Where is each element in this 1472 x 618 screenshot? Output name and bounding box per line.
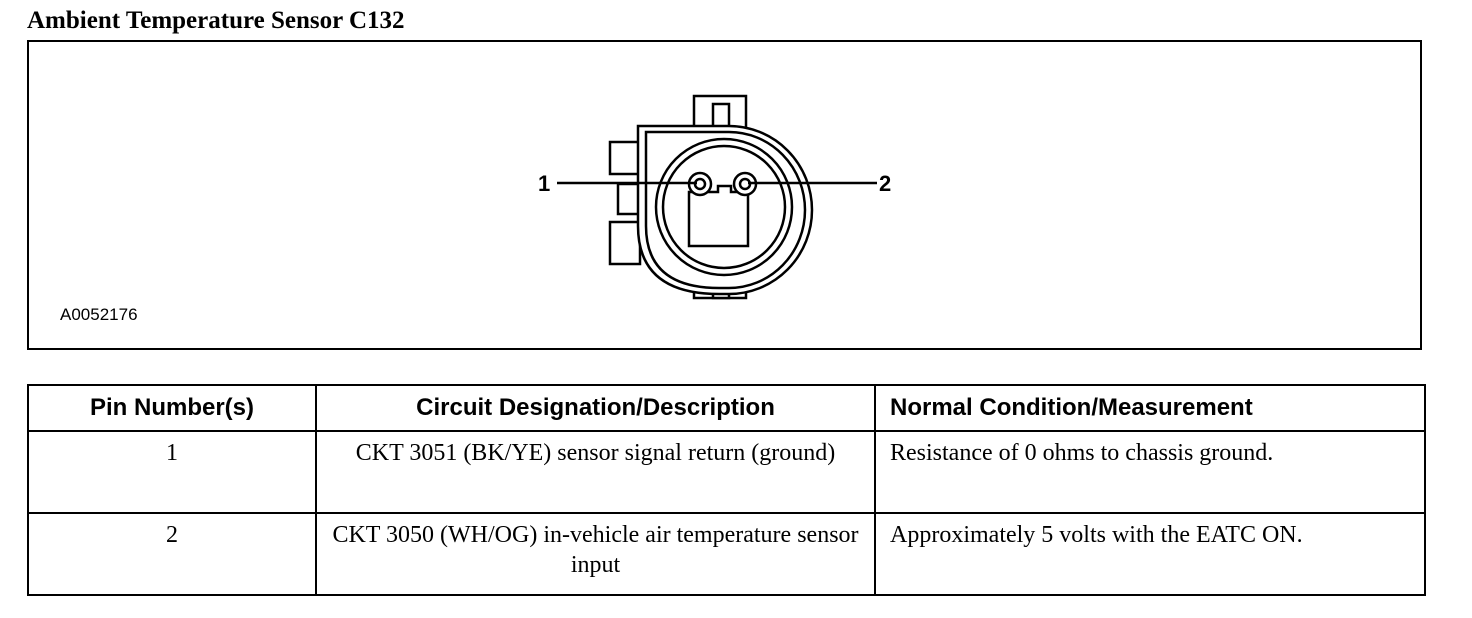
figure-id: A0052176 — [60, 305, 138, 324]
pin-number-cell: 2 — [27, 512, 317, 596]
pinout-table: Pin Number(s) Circuit Designation/Descri… — [27, 384, 1426, 596]
pin-number-cell: 1 — [27, 430, 317, 514]
table-header-row: Pin Number(s) Circuit Designation/Descri… — [27, 384, 1426, 432]
circuit-cell: CKT 3051 (BK/YE) sensor signal return (g… — [315, 430, 876, 514]
page-title: Ambient Temperature Sensor C132 — [27, 7, 405, 34]
header-normal-condition: Normal Condition/Measurement — [874, 384, 1426, 432]
circuit-cell: CKT 3050 (WH/OG) in-vehicle air temperat… — [315, 512, 876, 596]
table-row: 2 CKT 3050 (WH/OG) in-vehicle air temper… — [27, 512, 1426, 596]
header-circuit-designation: Circuit Designation/Description — [315, 384, 876, 432]
header-pin-numbers: Pin Number(s) — [27, 384, 317, 432]
connector-face-diagram: 1 2 — [538, 94, 891, 300]
pin-label-2: 2 — [879, 171, 891, 196]
condition-cell: Resistance of 0 ohms to chassis ground. — [874, 430, 1426, 514]
table-row: 1 CKT 3051 (BK/YE) sensor signal return … — [27, 430, 1426, 514]
connector-figure: 1 2 A0052176 — [27, 40, 1422, 350]
pin-label-1: 1 — [538, 171, 550, 196]
condition-cell: Approximately 5 volts with the EATC ON. — [874, 512, 1426, 596]
